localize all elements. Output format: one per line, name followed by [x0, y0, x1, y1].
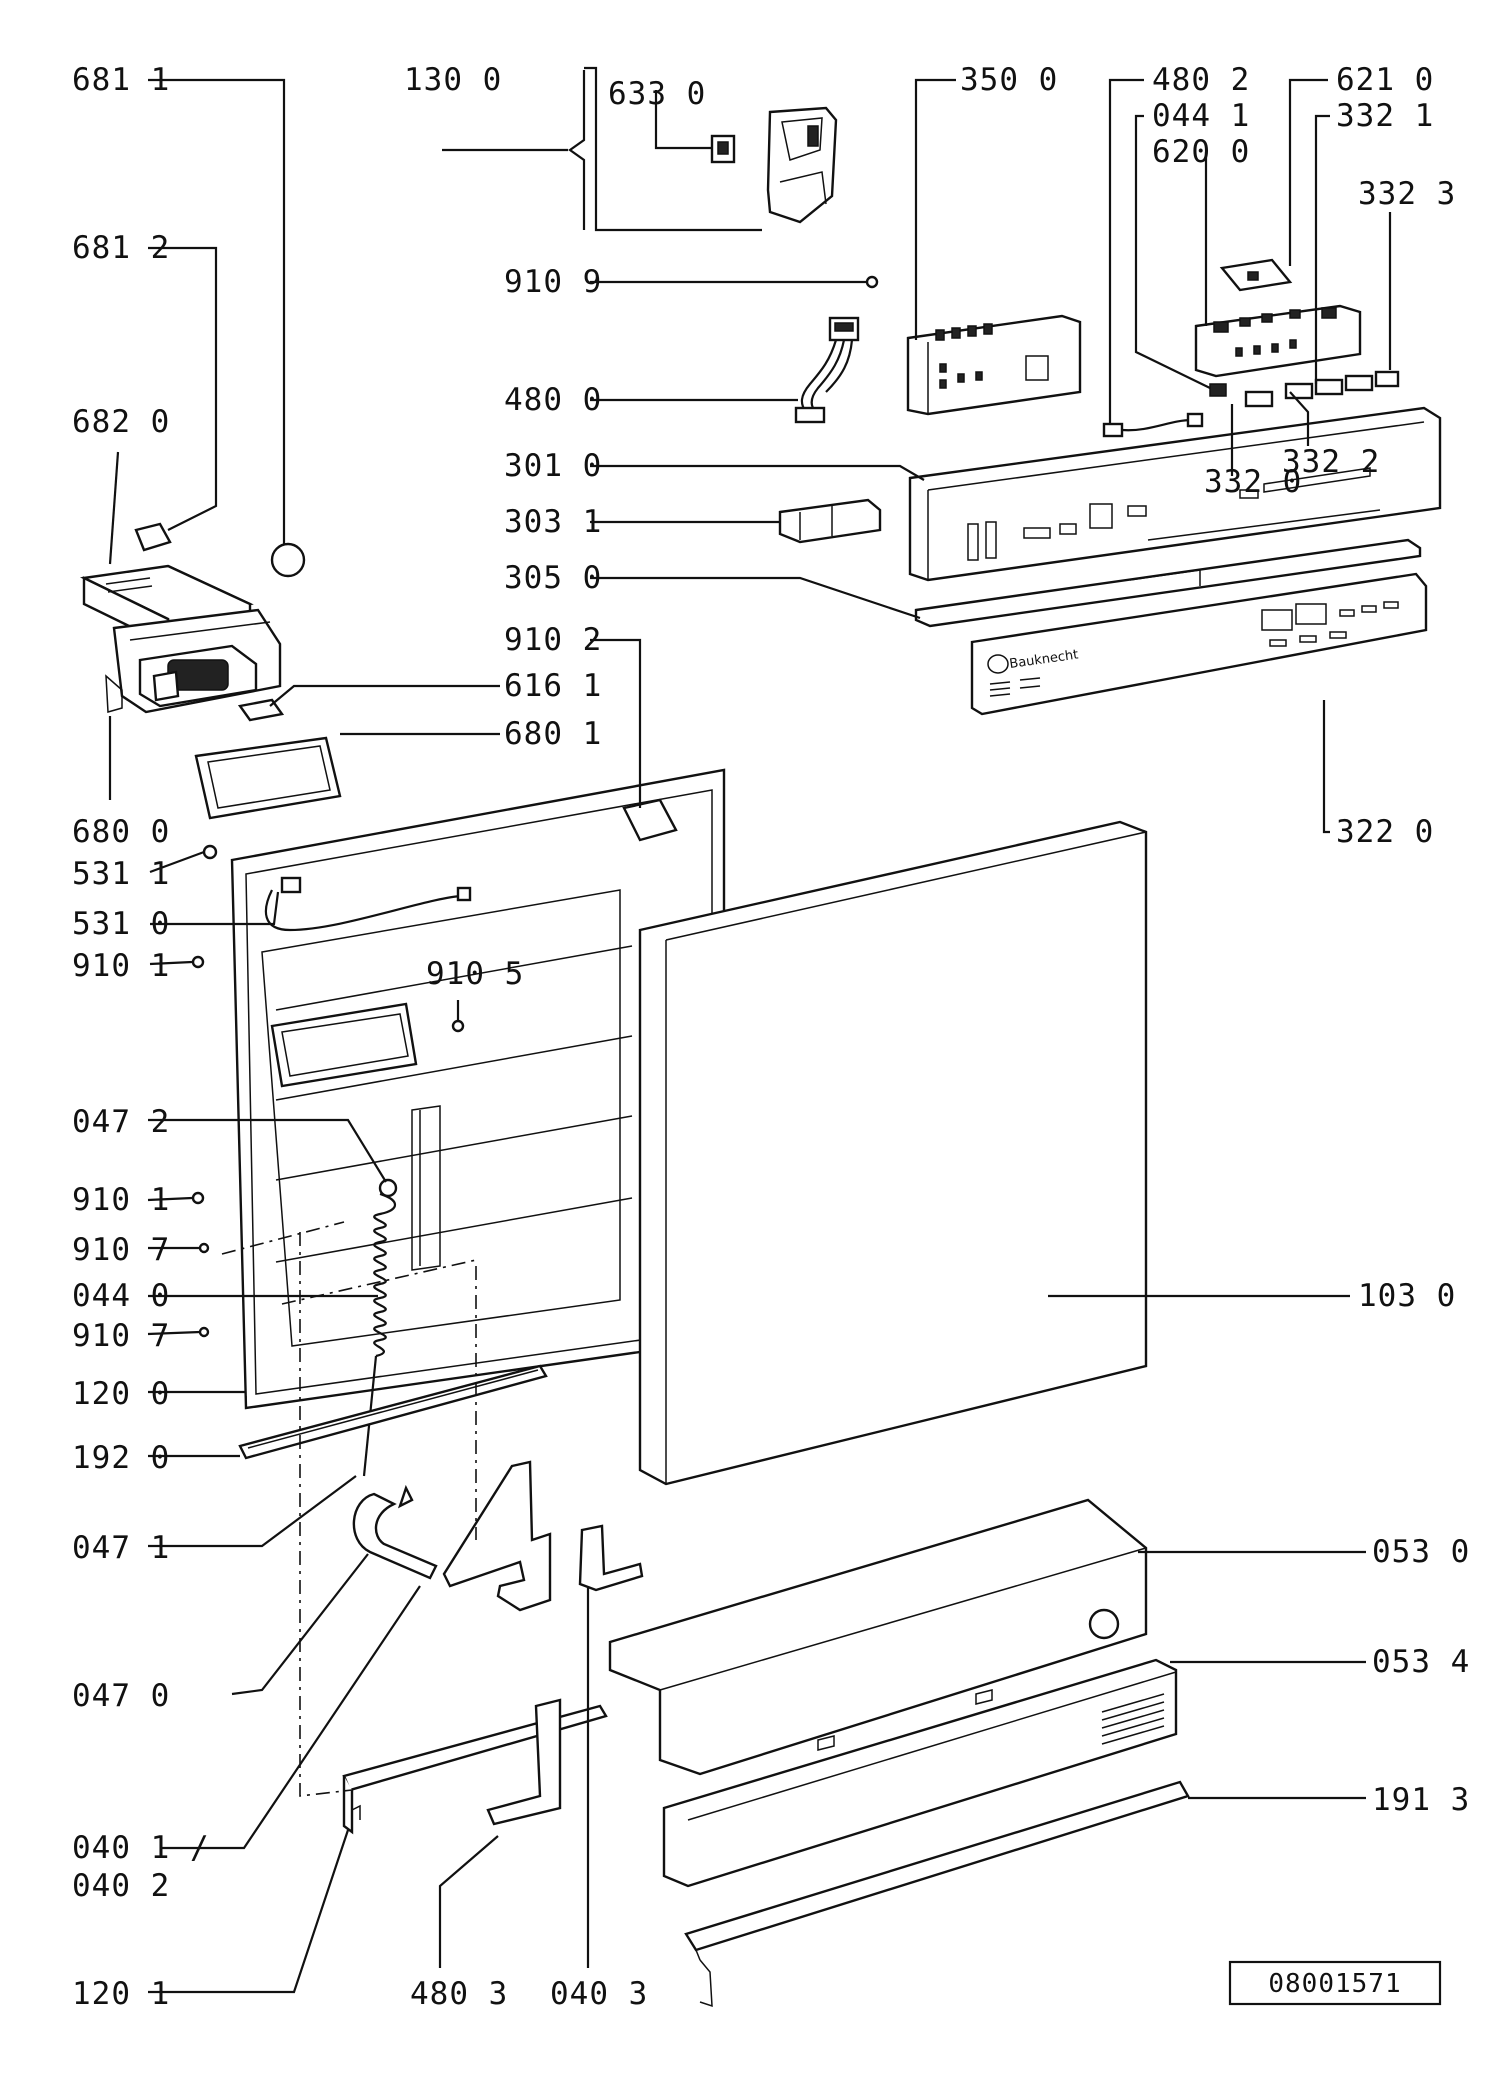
label-681-2: 681 2: [72, 230, 170, 266]
label-531-0: 531 0: [72, 906, 170, 942]
label-303-1: 303 1: [504, 504, 602, 540]
label-040-3: 040 3: [550, 1976, 648, 2012]
latch-681-2-part: [134, 522, 172, 552]
label-301-0: 301 0: [504, 448, 602, 484]
drawing-number-box: 08001571: [1228, 1960, 1442, 2006]
label-047-0: 047 0: [72, 1678, 170, 1714]
label-480-3: 480 3: [410, 1976, 508, 2012]
screw-910-5-part: [451, 1019, 465, 1033]
label-053-4: 053 4: [1372, 1644, 1470, 1680]
board-621-0-part: [1219, 258, 1293, 292]
label-910-7b: 910 7: [72, 1318, 170, 1354]
screw-910-7b-part: [198, 1326, 210, 1338]
label-332-3: 332 3: [1358, 176, 1456, 212]
label-910-1a: 910 1: [72, 948, 170, 984]
label-680-0: 680 0: [72, 814, 170, 850]
screw-910-9-part: [865, 275, 879, 289]
label-040-2: 040 2: [72, 1868, 170, 1904]
strip-191-3-part: [684, 1780, 1190, 2008]
label-910-2: 910 2: [504, 622, 602, 658]
strip-305-part: [914, 538, 1422, 628]
label-910-1b: 910 1: [72, 1182, 170, 1218]
clip-616-1-part: [237, 698, 285, 722]
label-633-0: 633 0: [608, 76, 706, 112]
screw-910-1a-part: [191, 955, 205, 969]
front-panel-322-part: Bauknecht: [970, 572, 1428, 716]
buttons-332-part: [1244, 370, 1400, 408]
label-332-1: 332 1: [1336, 98, 1434, 134]
label-305-0: 305 0: [504, 560, 602, 596]
label-044-1: 044 1: [1152, 98, 1250, 134]
outer-door-part: [638, 820, 1148, 1486]
label-910-7a: 910 7: [72, 1232, 170, 1268]
control-panel-housing-part: [908, 406, 1442, 582]
screw-531-1-part: [202, 844, 218, 860]
wiring-harness-part: [794, 316, 860, 424]
label-103-0: 103 0: [1358, 1278, 1456, 1314]
label-322-0: 322 0: [1336, 814, 1434, 850]
label-053-0: 053 0: [1372, 1534, 1470, 1570]
label-682-0: 682 0: [72, 404, 170, 440]
label-332-0: 332 0: [1204, 464, 1302, 500]
label-040-1: 040 1 /: [72, 1830, 210, 1866]
label-620-0: 620 0: [1152, 134, 1250, 170]
label-130-0: 130 0: [404, 62, 502, 98]
cable-480-2-part: [1102, 412, 1204, 438]
drawing-number: 08001571: [1268, 1969, 1401, 1999]
part-044-1: [1209, 383, 1227, 397]
detergent-dispenser-part: [79, 564, 282, 714]
hinge-bracket-part: [710, 106, 838, 224]
label-681-1: 681 1: [72, 62, 170, 98]
spring-044-0-part: [362, 1178, 398, 1477]
screw-910-1b-part: [191, 1191, 205, 1205]
construction-line: [221, 1221, 345, 1255]
bracket-120-1-part: [342, 1698, 608, 1835]
label-910-5: 910 5: [426, 956, 524, 992]
hinge-arm-047-part: [352, 1484, 438, 1580]
handle-303-part: [778, 498, 882, 544]
screw-910-7a-part: [198, 1242, 210, 1254]
label-910-9: 910 9: [504, 264, 602, 300]
label-047-2: 047 2: [72, 1104, 170, 1140]
gasket-680-1-part: [194, 736, 342, 820]
cap-681-1-part: [270, 542, 306, 578]
control-board-part: [1194, 304, 1362, 378]
part-labels: 681 1 130 0 633 0 350 0 480 2 044 1 620 …: [72, 62, 1470, 2012]
kick-plate-053-0-part: [608, 1498, 1148, 1776]
label-047-1: 047 1: [72, 1530, 170, 1566]
label-531-1: 531 1: [72, 856, 170, 892]
leader-lines: [108, 66, 1392, 1994]
label-680-1: 680 1: [504, 716, 602, 752]
electronic-module-part: [906, 314, 1082, 416]
label-480-0: 480 0: [504, 382, 602, 418]
label-044-0: 044 0: [72, 1278, 170, 1314]
construction-line: [299, 1232, 353, 1797]
label-191-3: 191 3: [1372, 1782, 1470, 1818]
label-332-2: 332 2: [1282, 444, 1380, 480]
label-120-0: 120 0: [72, 1376, 170, 1412]
label-621-0: 621 0: [1336, 62, 1434, 98]
label-192-0: 192 0: [72, 1440, 170, 1476]
grille-panel-053-4-part: [662, 1658, 1178, 1888]
label-480-2: 480 2: [1152, 62, 1250, 98]
label-616-1: 616 1: [504, 668, 602, 704]
bracket-040-part: [442, 1460, 644, 1612]
label-350-0: 350 0: [960, 62, 1058, 98]
label-120-1: 120 1: [72, 1976, 170, 2012]
rail-192-0-part: [238, 1364, 548, 1460]
